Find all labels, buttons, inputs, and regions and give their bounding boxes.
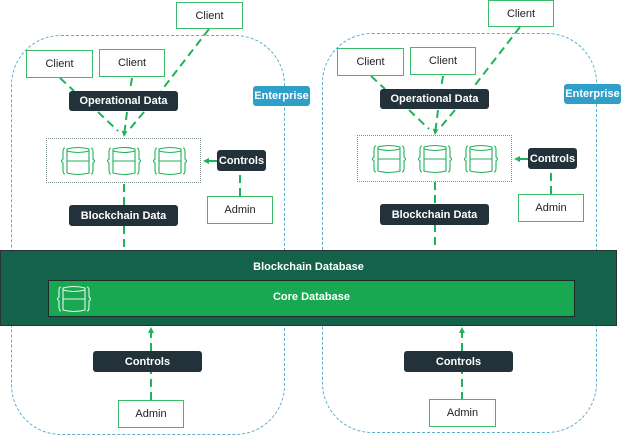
blockchain-data-label: Blockchain Data xyxy=(80,209,167,222)
database-icon-stroke xyxy=(57,286,62,312)
database-icon-stroke xyxy=(493,145,498,173)
client-box-top[interactable]: Client xyxy=(488,0,554,27)
core-database-label: Core Database xyxy=(272,291,351,303)
client-box-top[interactable]: Client xyxy=(176,2,243,29)
database-icon xyxy=(61,146,95,176)
database-icon-stroke xyxy=(153,147,158,175)
database-group xyxy=(46,138,201,183)
database-icon-stroke xyxy=(423,144,447,174)
database-icon-stroke xyxy=(62,285,86,313)
client-label: Client xyxy=(195,9,224,22)
database-icon xyxy=(107,146,141,176)
client-label: Client xyxy=(45,58,74,70)
database-icon-stroke xyxy=(86,286,91,312)
operational-data-label: Operational Data xyxy=(390,93,479,105)
admin-label: Admin xyxy=(135,408,167,420)
database-icon-stroke xyxy=(90,147,95,175)
client-box-1[interactable]: Client xyxy=(337,48,404,76)
operational-data-box[interactable]: Operational Data xyxy=(380,89,489,109)
database-icon xyxy=(418,144,452,174)
operational-data-box[interactable]: Operational Data xyxy=(69,91,178,111)
database-icon-stroke xyxy=(158,150,182,154)
controls-label: Controls xyxy=(218,154,265,167)
controls-box[interactable]: Controls xyxy=(217,150,266,171)
database-icon-stroke xyxy=(62,289,86,293)
database-icon-stroke xyxy=(469,148,493,152)
database-icon-stroke xyxy=(377,148,401,152)
enterprise-badge: Enterprise xyxy=(253,86,310,106)
bottom-controls-box[interactable]: Controls xyxy=(93,351,202,372)
client-label: Client xyxy=(117,57,147,69)
database-icon-stroke xyxy=(112,146,136,176)
database-icon-stroke xyxy=(469,144,493,174)
database-icon-stroke xyxy=(418,145,423,173)
database-icon-stroke xyxy=(372,145,377,173)
blockchain-data-box[interactable]: Blockchain Data xyxy=(380,204,489,225)
admin-label: Admin xyxy=(224,204,256,216)
bottom-controls-box[interactable]: Controls xyxy=(404,351,513,372)
enterprise-frame-right xyxy=(322,33,597,433)
database-icon-stroke xyxy=(464,145,469,173)
database-icon-stroke xyxy=(423,148,447,152)
database-icon-stroke xyxy=(447,145,452,173)
controls-label: Controls xyxy=(529,152,576,165)
client-box-2[interactable]: Client xyxy=(410,47,476,75)
bottom-admin-box[interactable]: Admin xyxy=(118,400,184,428)
blockchain-data-box[interactable]: Blockchain Data xyxy=(69,205,178,226)
database-icon xyxy=(153,146,187,176)
database-icon-stroke xyxy=(107,147,112,175)
client-label: Client xyxy=(506,7,536,20)
database-icon-stroke xyxy=(66,150,90,154)
client-box-2[interactable]: Client xyxy=(99,49,165,77)
client-label: Client xyxy=(428,55,458,67)
database-group xyxy=(357,135,512,182)
database-icon xyxy=(372,144,406,174)
blockchain-data-label: Blockchain Data xyxy=(391,208,478,221)
blockchain-database-label: Blockchain Database xyxy=(253,261,364,273)
database-icon-stroke xyxy=(136,147,141,175)
admin-label: Admin xyxy=(535,202,567,214)
database-icon-stroke xyxy=(377,144,401,174)
enterprise-badge: Enterprise xyxy=(564,84,621,104)
admin-box[interactable]: Admin xyxy=(518,194,584,222)
database-icon xyxy=(464,144,498,174)
database-icon-stroke xyxy=(66,146,90,176)
database-icon-stroke xyxy=(401,145,406,173)
admin-box[interactable]: Admin xyxy=(207,196,273,224)
blockchain-database-band[interactable]: Blockchain Database Core Database xyxy=(0,250,617,326)
enterprise-badge-label: Enterprise xyxy=(254,90,309,102)
core-database-box[interactable]: Core Database xyxy=(48,280,575,317)
operational-data-label: Operational Data xyxy=(79,95,168,107)
controls-label: Controls xyxy=(435,355,482,368)
client-box-1[interactable]: Client xyxy=(26,50,93,78)
controls-box[interactable]: Controls xyxy=(528,148,577,169)
enterprise-badge-label: Enterprise xyxy=(565,88,620,100)
database-icon xyxy=(57,285,91,313)
database-icon-stroke xyxy=(61,147,66,175)
database-icon-stroke xyxy=(158,146,182,176)
client-label: Client xyxy=(356,56,385,68)
database-icon-stroke xyxy=(182,147,187,175)
controls-label: Controls xyxy=(124,355,171,368)
database-icon-stroke xyxy=(112,150,136,154)
enterprise-frame-left xyxy=(11,35,285,435)
bottom-admin-box[interactable]: Admin xyxy=(429,399,496,427)
admin-label: Admin xyxy=(446,407,479,419)
